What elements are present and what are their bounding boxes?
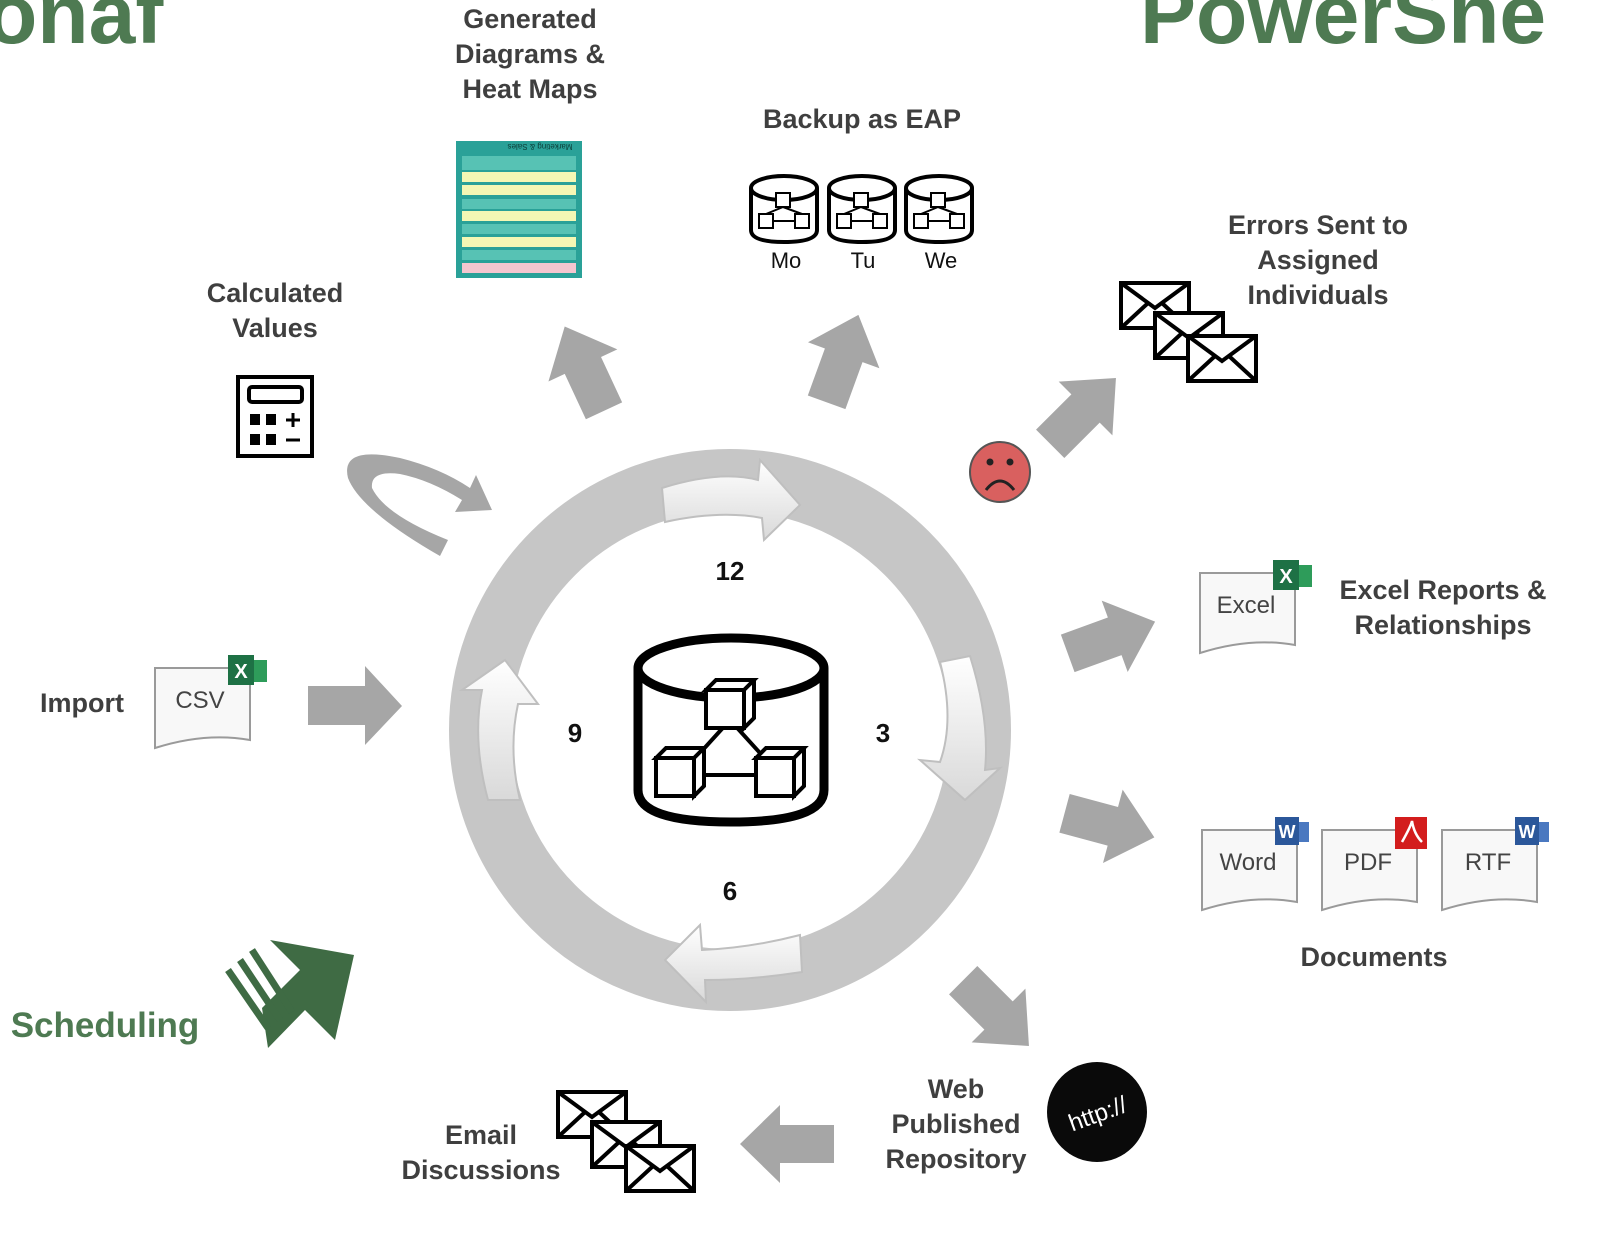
svg-text:CSV: CSV xyxy=(175,687,224,714)
label-web-repository: Web Published Repository xyxy=(885,1074,1027,1175)
excel-document-icon: Excel X xyxy=(1199,560,1312,655)
backup-day-mo: Mo xyxy=(771,248,802,273)
svg-text:W: W xyxy=(1519,822,1536,842)
label-scheduling: Scheduling xyxy=(10,1006,200,1045)
label-documents: Documents xyxy=(1300,942,1448,972)
arrow-to-web xyxy=(949,966,1029,1046)
arrow-to-backup xyxy=(807,314,880,410)
label-errors: Errors Sent to Assigned Individuals xyxy=(1227,210,1409,311)
clock-12: 12 xyxy=(716,556,745,586)
backup-day-we: We xyxy=(925,248,958,273)
word-document-icon: Word W xyxy=(1201,817,1309,912)
backup-database-icons xyxy=(749,174,974,245)
clock-6: 6 xyxy=(723,876,737,906)
rtf-document-icon: RTF W xyxy=(1441,817,1549,912)
heat-map-thumbnail: Marketing & Sales xyxy=(456,141,582,278)
svg-text:X: X xyxy=(234,661,248,683)
svg-text:X: X xyxy=(1279,566,1293,588)
arrow-import xyxy=(308,666,402,745)
svg-text:Excel: Excel xyxy=(1217,592,1276,619)
ring-arrow-bottom xyxy=(663,922,804,1005)
svg-text:RTF: RTF xyxy=(1465,849,1511,876)
label-import: Import xyxy=(40,688,124,718)
label-generated-diagrams: Generated Diagrams & Heat Maps xyxy=(454,4,606,105)
arrow-to-excel xyxy=(1060,600,1156,673)
scheduling-arrow xyxy=(225,940,354,1048)
http-badge-icon: http:// xyxy=(1047,1062,1147,1162)
left-title-fragment: onaf xyxy=(0,0,164,61)
svg-text:PDF: PDF xyxy=(1344,849,1392,876)
svg-text:Marketing & Sales: Marketing & Sales xyxy=(508,142,573,151)
right-title-fragment: PowerShe xyxy=(1140,0,1547,61)
email-envelopes-icon xyxy=(556,1090,696,1193)
svg-text:W: W xyxy=(1279,822,1296,842)
ring-arrow-top xyxy=(660,457,802,543)
pdf-document-icon: PDF xyxy=(1321,817,1427,912)
ring-arrow-left xyxy=(458,658,540,801)
arrow-to-errors xyxy=(1036,378,1116,458)
svg-text:Word: Word xyxy=(1220,849,1277,876)
arrow-to-email xyxy=(740,1105,834,1183)
label-backup: Backup as EAP xyxy=(762,104,962,134)
error-envelopes-icon xyxy=(1119,281,1258,383)
csv-document-icon: CSV X xyxy=(154,655,267,750)
ring-arrow-right xyxy=(917,654,1004,802)
sad-face-icon xyxy=(969,441,1031,503)
clock-9: 9 xyxy=(568,718,582,748)
label-excel-reports: Excel Reports & Relationships xyxy=(1339,575,1547,641)
arrow-to-documents xyxy=(1059,789,1155,863)
arrow-to-diagrams xyxy=(548,326,623,420)
clock-3: 3 xyxy=(876,718,890,748)
arrow-calculated-loop xyxy=(347,454,492,556)
backup-day-tu: Tu xyxy=(851,248,876,273)
calculator-icon xyxy=(236,375,314,458)
repository-database-icon xyxy=(633,633,829,827)
label-email-discussions: Email Discussions xyxy=(401,1120,561,1186)
label-calculated: Calculated Values xyxy=(206,278,344,344)
